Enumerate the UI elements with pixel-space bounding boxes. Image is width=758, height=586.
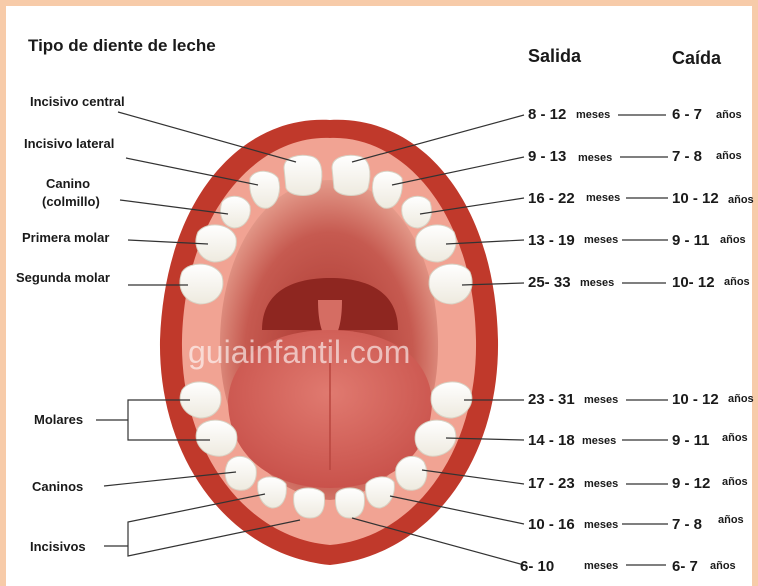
label-molares: Molares (34, 412, 84, 427)
caida-unit: años (724, 276, 750, 288)
tooth-lower-central-right (335, 487, 365, 519)
caida-value: 7 - 8 (672, 516, 703, 533)
tooth-lower-molar1-right (414, 419, 457, 457)
salida-unit: meses (584, 234, 619, 246)
leader-lines-right (351, 114, 668, 566)
salida-unit: meses (576, 109, 611, 121)
salida-unit: meses (584, 519, 619, 531)
tooth-upper-central-right (331, 154, 371, 196)
caida-unit: años (718, 514, 744, 526)
salida-unit: meses (584, 394, 619, 406)
tooth-lower-molar1-left (195, 419, 238, 457)
tooth-lower-molar2-left (179, 381, 222, 419)
uvula-icon (318, 300, 342, 340)
tooth-upper-canine-right (401, 195, 432, 229)
salida-value: 23 - 31 (528, 391, 575, 408)
tooth-upper-central-left (283, 154, 323, 196)
tooth-upper-canine-left (220, 195, 251, 229)
diagram-title: Tipo de diente de leche (28, 36, 216, 55)
label-segunda-molar: Segunda molar (16, 270, 110, 285)
caida-unit: años (728, 194, 754, 206)
header-salida: Salida (528, 46, 582, 66)
tooth-upper-molar2-right (428, 263, 473, 305)
salida-unit: meses (580, 277, 615, 289)
tooth-upper-lateral-left (249, 170, 281, 209)
tooth-lower-lateral-left (257, 476, 287, 509)
caida-value: 9 - 11 (672, 232, 710, 249)
salida-value: 14 - 18 (528, 432, 575, 449)
caida-unit: años (710, 560, 736, 572)
caida-value: 10- 12 (672, 274, 715, 291)
header-caida: Caída (672, 48, 722, 68)
salida-value: 13 - 19 (528, 232, 575, 249)
label-colmillo: (colmillo) (42, 194, 100, 209)
tooth-lower-canine-right (395, 455, 428, 491)
caida-value: 10 - 12 (672, 190, 719, 207)
leader-lines-left (96, 111, 301, 557)
label-primera-molar: Primera molar (22, 230, 110, 245)
watermark: guiainfantil.com (188, 334, 411, 370)
tooth-upper-molar2-left (179, 263, 224, 305)
caida-unit: años (722, 476, 748, 488)
tooth-lower-lateral-right (365, 476, 395, 509)
salida-value: 16 - 22 (528, 190, 575, 207)
caida-value: 7 - 8 (672, 148, 703, 165)
caida-value: 10 - 12 (672, 391, 719, 408)
caida-unit: años (716, 109, 742, 121)
tooth-upper-lateral-right (371, 170, 403, 209)
salida-value: 17 - 23 (528, 475, 575, 492)
caida-unit: años (720, 234, 746, 246)
label-incisivos: Incisivos (30, 539, 86, 554)
tooth-upper-molar1-right (415, 224, 457, 263)
upper-teeth (179, 154, 473, 305)
salida-value: 10 - 16 (528, 516, 575, 533)
label-incisivo-central: Incisivo central (30, 94, 125, 109)
label-caninos: Caninos (32, 479, 84, 494)
caida-value: 6 - 7 (672, 106, 703, 123)
label-canino: Canino (46, 176, 91, 191)
label-incisivo-lateral: Incisivo lateral (24, 136, 115, 151)
lower-teeth (179, 381, 473, 519)
salida-unit: meses (584, 478, 619, 490)
caida-value: 6- 7 (672, 558, 698, 575)
salida-unit: meses (586, 192, 621, 204)
salida-value: 8 - 12 (528, 106, 567, 123)
salida-value: 9 - 13 (528, 148, 567, 165)
salida-unit: meses (582, 435, 617, 447)
caida-unit: años (728, 393, 754, 405)
caida-value: 9 - 12 (672, 475, 711, 492)
salida-unit: meses (584, 560, 619, 572)
tooth-upper-molar1-left (195, 224, 237, 263)
caida-unit: años (722, 432, 748, 444)
tooth-lower-molar2-right (430, 381, 473, 419)
salida-unit: meses (578, 152, 613, 164)
caida-unit: años (716, 150, 742, 162)
tooth-lower-central-left (293, 487, 325, 519)
caida-value: 9 - 11 (672, 432, 710, 449)
salida-value: 25- 33 (528, 274, 571, 291)
tooth-lower-canine-left (224, 455, 257, 491)
salida-value: 6- 10 (520, 558, 555, 575)
